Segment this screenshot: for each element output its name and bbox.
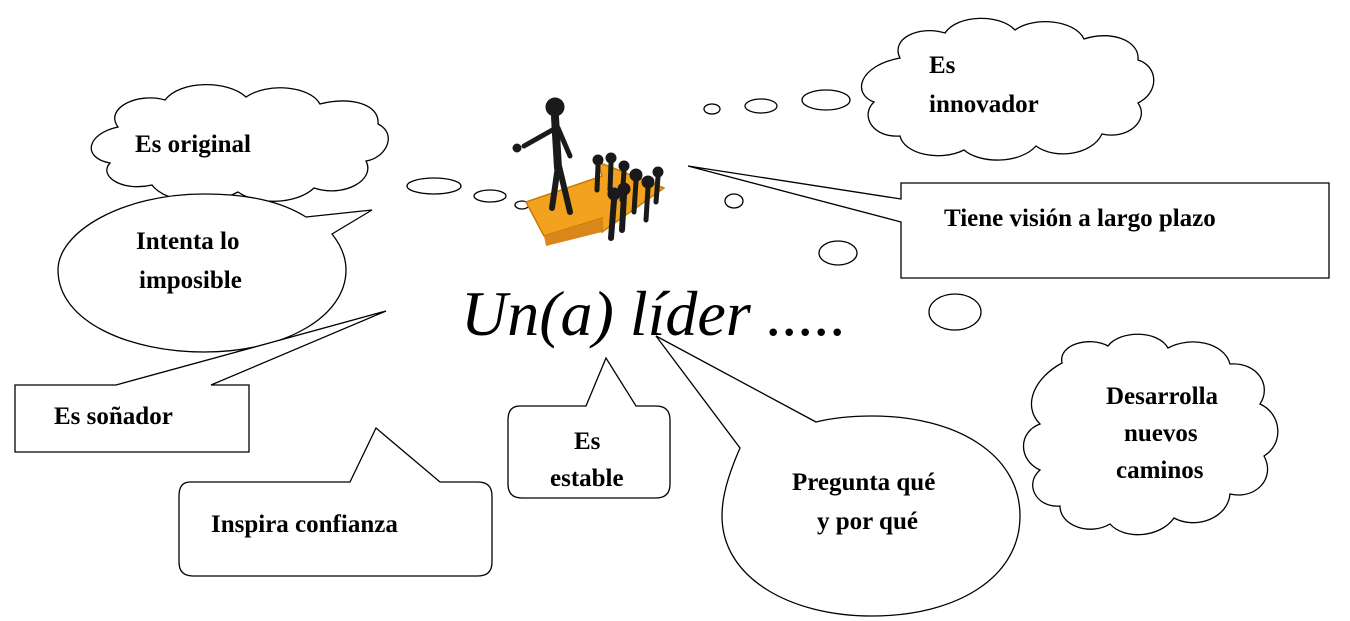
callout-confianza: [178, 426, 493, 577]
thought-dot-right-3: [928, 293, 982, 331]
label-pregunta-line2: y por qué: [817, 508, 918, 535]
leader-figure-on-arrow-icon: [512, 97, 666, 246]
label-estable-line2: estable: [550, 465, 624, 492]
callout-pregunta: [655, 335, 1021, 617]
label-confianza: Inspira confianza: [211, 511, 398, 538]
thought-dot-top-2: [744, 98, 778, 114]
thought-dot-right-1: [724, 193, 744, 209]
label-innovador-line2: innovador: [929, 91, 1039, 118]
diagram-title: Un(a) líder .....: [461, 278, 847, 349]
thought-dot-left-1: [406, 177, 462, 195]
cloud-es-innovador: [860, 17, 1155, 161]
thought-dot-top-3: [801, 89, 851, 111]
label-innovador-line1: Es: [929, 52, 956, 79]
label-imposible-line1: Intenta lo: [136, 228, 240, 255]
thought-dot-left-2: [473, 189, 507, 203]
callout-estable: [507, 356, 671, 499]
label-sonador: Es soñador: [54, 403, 173, 430]
callout-vision: [687, 165, 1330, 279]
label-vision: Tiene visión a largo plazo: [944, 205, 1216, 232]
label-estable-line1: Es: [574, 428, 601, 455]
cloud-desarrolla: [1023, 333, 1279, 536]
label-pregunta-line1: Pregunta qué: [792, 469, 936, 496]
label-desarrolla-line1: Desarrolla: [1106, 383, 1219, 410]
cloud-es-original: [90, 83, 389, 202]
label-es-original: Es original: [135, 131, 251, 158]
thought-dot-top-1: [703, 103, 721, 115]
thought-dot-right-2: [818, 240, 858, 266]
label-desarrolla-line3: caminos: [1116, 457, 1204, 484]
callout-sonador: [14, 310, 387, 453]
label-desarrolla-line2: nuevos: [1124, 420, 1198, 447]
callout-intenta-imposible: [57, 193, 373, 353]
label-imposible-line2: imposible: [139, 267, 242, 294]
